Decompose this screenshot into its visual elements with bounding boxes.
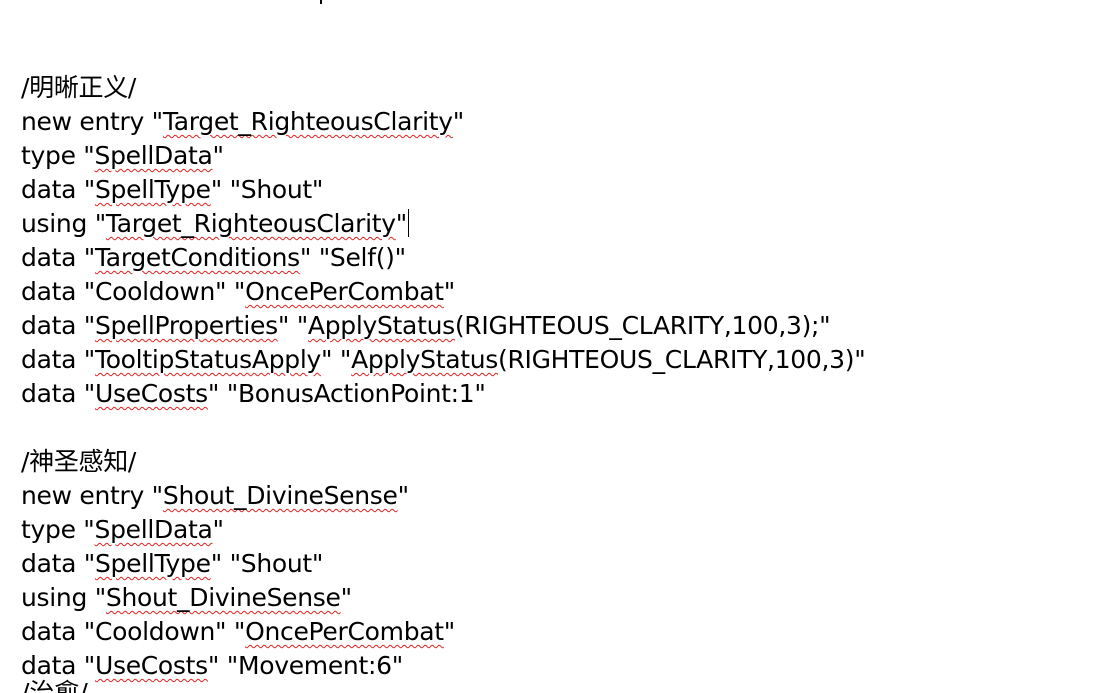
blank-line bbox=[21, 411, 865, 445]
code-line: data "Cooldown" "OncePerCombat" bbox=[21, 617, 455, 646]
spellcheck-flagged-word[interactable]: SpellProperties bbox=[94, 311, 278, 340]
code-line: data "UseCosts" "BonusActionPoint:1" bbox=[21, 379, 486, 408]
code-line: new entry "Shout_DivineSense" bbox=[21, 481, 409, 510]
spellcheck-flagged-word[interactable]: SpellData bbox=[94, 515, 213, 544]
code-line: data "TargetConditions" "Self()" bbox=[21, 243, 406, 272]
section-header: /明晰正义/ bbox=[21, 73, 137, 102]
code-line: data "Cooldown" "OncePerCombat" bbox=[21, 277, 455, 306]
spellcheck-flagged-word[interactable]: Shout_DivineSense bbox=[162, 481, 398, 510]
spellcheck-flagged-word[interactable]: UseCosts bbox=[94, 651, 208, 680]
code-line: data "TooltipStatusApply" "ApplyStatus(R… bbox=[21, 345, 866, 374]
spellcheck-flagged-word[interactable]: SpellType bbox=[94, 175, 211, 204]
spellcheck-flagged-word[interactable]: TargetConditions bbox=[94, 243, 300, 272]
section-header: /神圣感知/ bbox=[21, 447, 137, 476]
spellcheck-flagged-word[interactable]: UseCosts bbox=[94, 379, 208, 408]
spellcheck-flagged-word[interactable]: Shout_DivineSense bbox=[105, 583, 341, 612]
spellcheck-flagged-word[interactable]: OncePerCombat bbox=[245, 617, 444, 646]
text-caret bbox=[407, 209, 409, 237]
document-body[interactable]: /明晰正义/ new entry "Target_RighteousClarit… bbox=[21, 37, 866, 683]
code-line: data "UseCosts" "Movement:6" bbox=[21, 651, 403, 680]
spellcheck-flagged-word[interactable]: Target_RighteousClarity bbox=[105, 209, 396, 238]
blank-line bbox=[21, 37, 865, 71]
code-line: data "SpellType" "Shout" bbox=[21, 549, 324, 578]
code-line: using "Shout_DivineSense" bbox=[21, 583, 352, 612]
partial-section-header: /治愈/ bbox=[21, 678, 88, 693]
code-line: using "Target_RighteousClarity" bbox=[21, 209, 409, 238]
spellcheck-flagged-word[interactable]: SpellType bbox=[94, 549, 211, 578]
code-line: new entry "Target_RighteousClarity" bbox=[21, 107, 464, 136]
spellcheck-flagged-word[interactable]: SpellData bbox=[94, 141, 213, 170]
spellcheck-flagged-word[interactable]: TooltipStatusApply bbox=[94, 345, 321, 374]
spellcheck-flagged-word[interactable]: ApplyStatus bbox=[307, 311, 455, 340]
code-line: data "SpellType" "Shout" bbox=[21, 175, 324, 204]
previous-line-caret bbox=[320, 0, 322, 4]
spellcheck-flagged-word[interactable]: ApplyStatus bbox=[351, 345, 499, 374]
spellcheck-flagged-word[interactable]: OncePerCombat bbox=[245, 277, 444, 306]
spellcheck-flagged-word[interactable]: Target_RighteousClarity bbox=[162, 107, 453, 136]
code-line: type "SpellData" bbox=[21, 515, 224, 544]
code-line: data "SpellProperties" "ApplyStatus(RIGH… bbox=[21, 311, 831, 340]
code-line: type "SpellData" bbox=[21, 141, 224, 170]
